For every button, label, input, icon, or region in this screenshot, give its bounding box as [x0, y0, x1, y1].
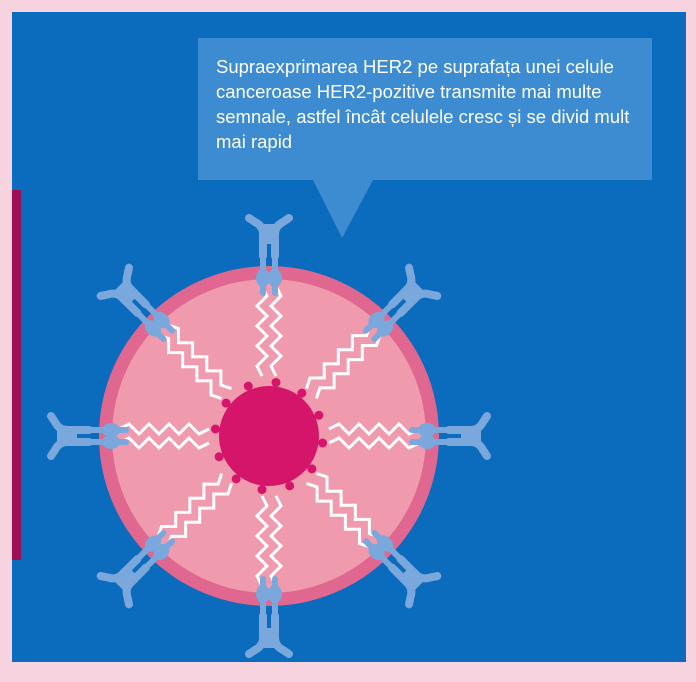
signal-zigzag-icon — [306, 481, 371, 549]
signal-zigzag-icon — [156, 473, 224, 538]
side-accent-bar — [12, 190, 21, 560]
her2-receptor-icon — [362, 263, 442, 343]
signal-zigzag-icon — [118, 421, 210, 437]
signal-zigzag-icon — [314, 334, 382, 399]
her2-receptor-icon — [96, 263, 176, 343]
callout-text: Supraexprimarea HER2 pe suprafața unei c… — [216, 56, 630, 152]
her2-receptor-icon — [47, 412, 129, 460]
signal-zigzag-icon — [166, 482, 233, 548]
callout-box: Supraexprimarea HER2 pe suprafața unei c… — [198, 38, 652, 180]
signal-zigzag-icon — [157, 333, 223, 400]
nucleus-icon — [210, 377, 328, 495]
her2-receptor-icon — [245, 214, 293, 296]
signal-zigzag-icon — [315, 472, 381, 539]
signal-zigzag-icon — [305, 324, 372, 390]
her2-receptor-icon — [96, 529, 176, 609]
signal-zigzag-icon — [254, 495, 270, 587]
signal-zigzag-icon — [268, 495, 284, 587]
diagram-panel: Supraexprimarea HER2 pe suprafața unei c… — [12, 12, 686, 662]
her2-receptor-icon — [362, 529, 442, 609]
signal-zigzag-icon — [167, 323, 232, 391]
her2-cell-diagram — [47, 214, 491, 658]
signal-zigzag-icon — [328, 435, 420, 451]
her2-receptor-icon — [245, 576, 293, 658]
signal-zigzag-icon — [328, 421, 420, 437]
signal-zigzag-icon — [118, 435, 210, 451]
signal-zigzag-icon — [268, 285, 284, 377]
her2-receptor-icon — [409, 412, 491, 460]
signal-zigzag-icon — [254, 285, 270, 377]
